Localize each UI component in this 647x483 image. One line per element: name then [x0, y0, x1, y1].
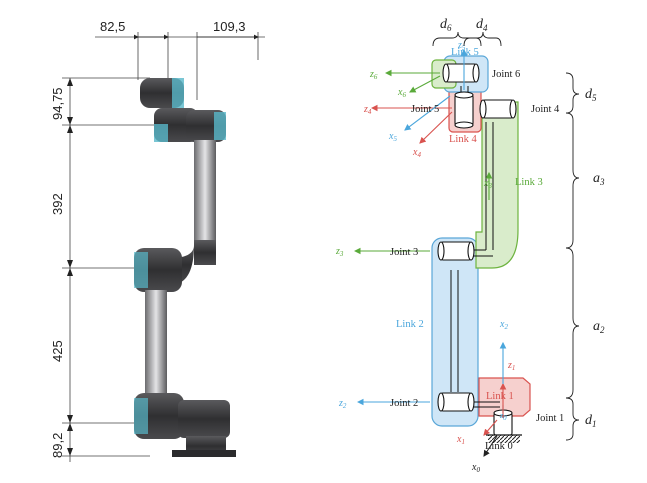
axis-z1: z1	[507, 360, 515, 372]
link-5-label: Link 5	[451, 47, 479, 58]
axis-z3: z3	[335, 246, 344, 258]
right-braces	[565, 72, 580, 441]
param-a2: a2	[593, 319, 605, 335]
right-params: d5 a3 a2 d1	[585, 87, 605, 429]
joint-6-label: Joint 6	[492, 69, 520, 80]
joint-5-label: Joint 5	[411, 104, 439, 115]
axis-z5: z5	[457, 40, 466, 52]
kinematic-schematic: Joint 1 Joint 2 Joint 3 Joint 4 Joint 5 …	[335, 17, 605, 474]
axis-x1: x1	[456, 434, 465, 446]
axis-z6: z6	[369, 69, 378, 81]
axis-x4: x4	[412, 147, 421, 159]
link-2-shape	[431, 237, 479, 427]
link-labels: Link 0 Link 1 Link 2 Link 3 Link 4 Link …	[396, 47, 543, 452]
robot-body	[134, 78, 236, 457]
param-d4: d4	[476, 17, 488, 33]
joint-cylinders	[437, 63, 517, 436]
link-lines	[450, 86, 500, 408]
link-0-label: Link 0	[485, 441, 513, 452]
param-d6: d6	[440, 17, 452, 33]
dim-v4: 89,2	[50, 433, 65, 458]
dim-top-right: 109,3	[213, 19, 246, 34]
axis-x3: x3	[483, 178, 492, 190]
param-d5: d5	[585, 87, 597, 103]
top-braces: d6 d4	[432, 17, 502, 47]
param-a3: a3	[593, 171, 605, 187]
joint-4-label: Joint 4	[531, 104, 560, 115]
link-4-label: Link 4	[449, 134, 477, 145]
joint-labels: Joint 1 Joint 2 Joint 3 Joint 4 Joint 5 …	[390, 69, 564, 424]
axis-labels: x0 x1 z1 z0 x2 z2 z3 x3 z4 x4 z5 x5 z6 x…	[335, 40, 515, 474]
axis-x0: x0	[471, 462, 480, 474]
axis-x5: x5	[388, 131, 397, 143]
joint-3-label: Joint 3	[390, 247, 418, 258]
link-1-label: Link 1	[486, 391, 514, 402]
dim-v1: 94,75	[50, 87, 65, 120]
axis-x6: x6	[397, 87, 406, 99]
joint-1-label: Joint 1	[536, 413, 564, 424]
dim-v2: 392	[50, 193, 65, 215]
link-3-label: Link 3	[515, 177, 543, 188]
robot-drawing: 82,5 109,3 94,75 392 425 89,2	[50, 19, 265, 462]
axis-z2: z2	[338, 398, 347, 410]
dim-top-left: 82,5	[100, 19, 125, 34]
axis-x2: x2	[499, 319, 508, 331]
axis-z0: z0	[499, 411, 507, 422]
axis-arrows	[353, 48, 507, 457]
param-d1: d1	[585, 413, 597, 429]
link-3-shape	[475, 101, 519, 269]
dim-v3: 425	[50, 340, 65, 362]
top-dimensions: 82,5 109,3	[95, 19, 265, 100]
joint-2-label: Joint 2	[390, 398, 418, 409]
ground-hatch	[488, 435, 520, 443]
vertical-dimensions: 94,75 392 425 89,2	[50, 77, 160, 462]
axis-z4: z4	[363, 104, 372, 116]
link-2-label: Link 2	[396, 319, 424, 330]
